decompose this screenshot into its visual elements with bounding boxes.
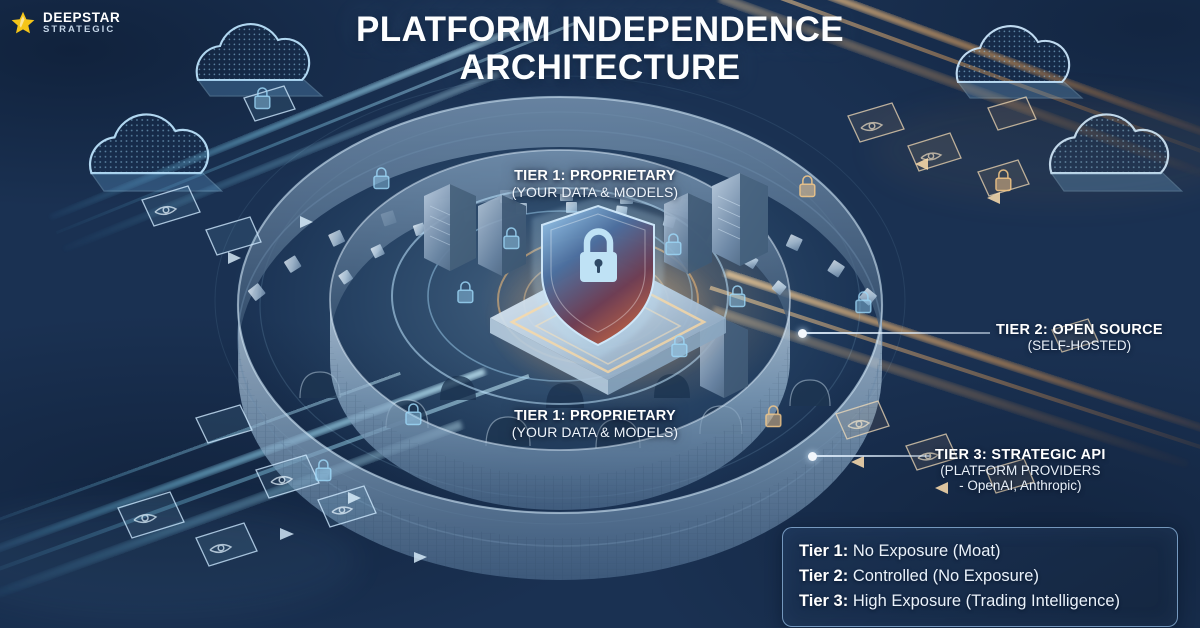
title-line-2: ARCHITECTURE <box>459 47 741 87</box>
server-rack-cluster <box>424 173 768 398</box>
title-line-1: PLATFORM INDEPENDENCE <box>355 10 845 49</box>
exposure-legend: Tier 1: No Exposure (Moat) Tier 2: Contr… <box>782 527 1178 628</box>
wireframe-cloud-icon <box>195 23 324 97</box>
legend-value: High Exposure (Trading Intelligence) <box>852 592 1121 611</box>
shield-lock-icon <box>532 196 664 358</box>
brand-logo[interactable]: DEEPSTAR STRATEGIC <box>10 10 120 36</box>
legend-label: Tier 1: <box>799 542 849 560</box>
tier1-subtext: (YOUR DATA & MODELS) <box>511 184 679 200</box>
star-icon <box>11 11 35 34</box>
tier2-leader-line <box>798 328 990 338</box>
tier3-leader-line <box>808 451 930 461</box>
page-title: PLATFORM INDEPENDENCE ARCHITECTURE <box>0 11 1200 87</box>
tier1-label-bottom: TIER 1: PROPRIETARY (YOUR DATA & MODELS) <box>460 408 730 440</box>
tier3-callout: TIER 3: STRATEGIC API (PLATFORM PROVIDER… <box>935 447 1106 493</box>
outer-fortress-wall <box>237 96 883 580</box>
tier1-heading: TIER 1: PROPRIETARY <box>514 168 676 184</box>
tier3-subtext-2: - OpenAI, Anthropic) <box>959 478 1082 493</box>
brand-tagline: STRATEGIC <box>43 24 116 36</box>
dotted-cloud-icon <box>88 113 224 192</box>
tier2-callout: TIER 2: OPEN SOURCE (SELF-HOSTED) <box>996 322 1163 353</box>
tier1-heading: TIER 1: PROPRIETARY <box>514 408 676 424</box>
legend-value: Controlled (No Exposure) <box>852 567 1039 586</box>
tier2-heading: TIER 2: OPEN SOURCE <box>996 322 1163 338</box>
legend-row: Tier 2: Controlled (No Exposure) <box>799 564 1161 589</box>
legend-value: No Exposure (Moat) <box>852 542 1001 560</box>
tier1-label-top: TIER 1: PROPRIETARY (YOUR DATA & MODELS) <box>460 168 730 200</box>
padlock-badge-group <box>254 87 1012 482</box>
legend-row: Tier 3: High Exposure (Trading Intellige… <box>799 589 1161 614</box>
tier3-subtext-1: (PLATFORM PROVIDERS <box>940 463 1101 478</box>
leader-dot <box>808 451 817 461</box>
legend-row: Tier 1: No Exposure (Moat) <box>799 539 1161 564</box>
legend-label: Tier 3: <box>799 592 849 611</box>
tier3-heading: TIER 3: STRATEGIC API <box>935 447 1106 463</box>
leader-dot <box>798 328 807 338</box>
tier1-subtext: (YOUR DATA & MODELS) <box>511 424 679 440</box>
legend-label: Tier 2: <box>799 567 849 586</box>
tier2-subtext: (SELF-HOSTED) <box>1027 338 1132 353</box>
brand-name: DEEPSTAR <box>43 10 121 26</box>
